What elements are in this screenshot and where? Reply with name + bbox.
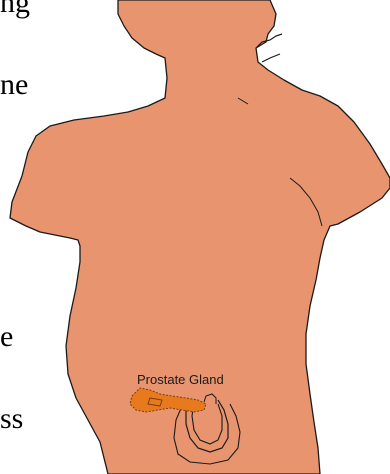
prostate-gland-label: Prostate Gland [137,372,224,387]
neck-line [262,54,280,62]
gland-duct [148,398,162,406]
